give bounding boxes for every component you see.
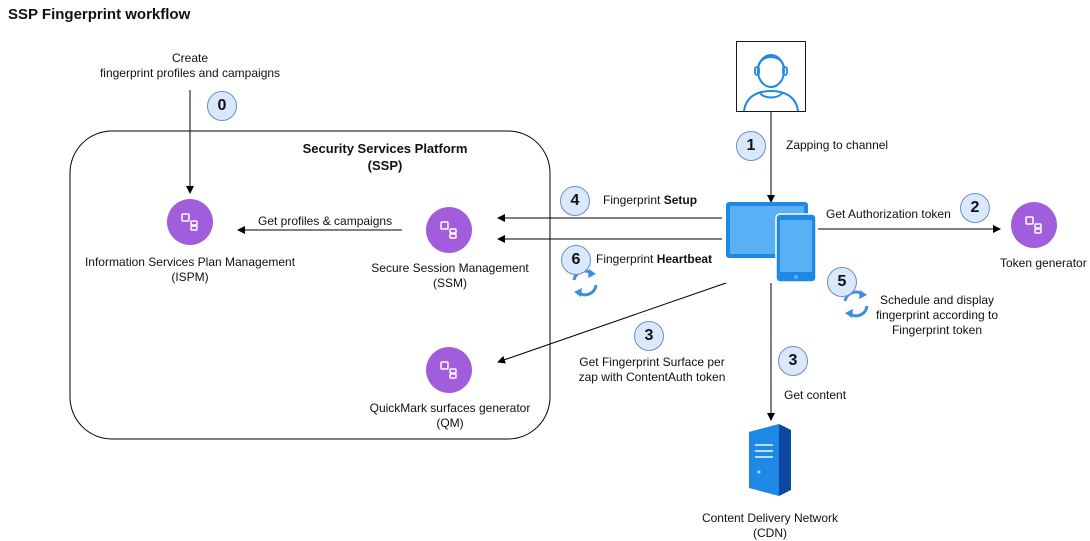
step-badge-0: 0: [207, 91, 237, 121]
get-content-label: Get content: [784, 388, 847, 402]
token-service-icon[interactable]: [1011, 202, 1057, 248]
ssm-label: Secure Session Management (SSM): [350, 261, 550, 291]
heartbeat-label-bold: Heartbeat: [656, 252, 713, 266]
ispm-label-line2: (ISPM): [171, 270, 209, 284]
ssp-title: Security Services Platform (SSP): [270, 140, 500, 174]
ispm-label-line1: Information Services Plan Management: [84, 255, 296, 269]
step-badge-2: 2: [960, 193, 990, 223]
step-badge-3-content: 3: [778, 346, 808, 376]
ssm-label-line1: Secure Session Management: [371, 261, 529, 275]
ispm-service-icon[interactable]: [167, 199, 213, 245]
create-label-line2: fingerprint profiles and campaigns: [99, 66, 281, 80]
token-label: Token generator tool: [1000, 256, 1090, 270]
setup-label: Fingerprint Setup: [603, 193, 697, 208]
create-label-line1: Create: [171, 51, 209, 65]
step-badge-4: 4: [560, 186, 590, 216]
cdn-server-icon[interactable]: [745, 422, 795, 498]
cdn-label-line1: Content Delivery Network: [701, 511, 839, 525]
cdn-label-line2: (CDN): [753, 526, 787, 540]
schedule-label-line3: Fingerprint token: [891, 323, 983, 337]
qm-label-line1: QuickMark surfaces generator: [369, 401, 531, 415]
page-title: SSP Fingerprint workflow: [8, 6, 191, 23]
service-glyph-icon: [181, 213, 198, 231]
step-badge-1: 1: [736, 131, 766, 161]
cdn-label: Content Delivery Network (CDN): [680, 511, 860, 541]
ispm-label: Information Services Plan Management (IS…: [70, 255, 310, 285]
device-icon[interactable]: [724, 200, 818, 284]
schedule-label: Schedule and display fingerprint accordi…: [862, 293, 1012, 338]
zapping-label: Zapping to channel: [786, 138, 889, 152]
step-badge-6: 6: [561, 245, 591, 275]
heartbeat-label-prefix: Fingerprint: [596, 252, 657, 266]
surface-label: Get Fingerprint Surface per zap with Con…: [572, 355, 732, 385]
heartbeat-label: Fingerprint Heartbeat: [596, 252, 712, 267]
arrow-surface: [497, 282, 727, 364]
create-label: Create fingerprint profiles and campaign…: [80, 51, 300, 81]
schedule-label-line1: Schedule and display: [879, 293, 995, 307]
ssp-container: [69, 130, 551, 440]
step-badge-5: 5: [827, 267, 857, 297]
schedule-label-line2: fingerprint according to: [875, 308, 999, 322]
ssm-label-line2: (SSM): [433, 276, 467, 290]
setup-label-prefix: Fingerprint: [603, 193, 664, 207]
setup-label-bold: Setup: [663, 193, 698, 207]
auth-token-label: Get Authorization token: [826, 207, 951, 221]
surface-label-line2: zap with ContentAuth token: [578, 370, 726, 384]
service-glyph-icon: [1025, 216, 1042, 234]
user-avatar-icon[interactable]: [736, 41, 806, 112]
ssm-service-icon[interactable]: [426, 207, 472, 253]
ssp-title-line2: (SSP): [367, 158, 403, 173]
service-glyph-icon: [440, 361, 457, 379]
ssp-title-line1: Security Services Platform: [302, 141, 468, 156]
service-glyph-icon: [440, 221, 457, 239]
qm-service-icon[interactable]: [426, 347, 472, 393]
qm-label-line2: (QM): [436, 416, 464, 430]
surface-label-line1: Get Fingerprint Surface per: [579, 355, 725, 369]
step-badge-3-surface: 3: [634, 321, 664, 351]
get-profiles-label: Get profiles & campaigns: [258, 214, 393, 228]
qm-label: QuickMark surfaces generator (QM): [350, 401, 550, 431]
